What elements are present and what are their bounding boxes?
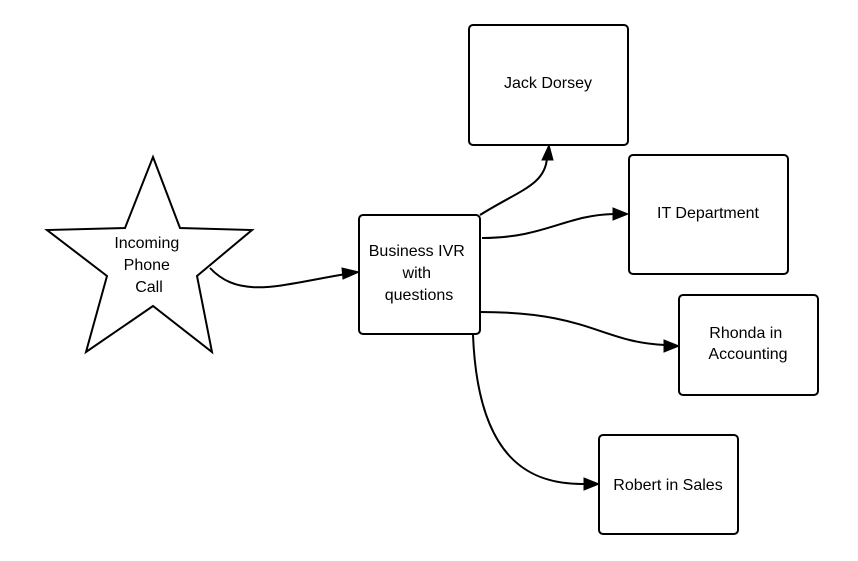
arrowhead-robert-in bbox=[583, 477, 601, 491]
arrowhead-jack-in bbox=[541, 143, 554, 161]
node-ivr: Business IVR with questions bbox=[358, 214, 481, 335]
it-box bbox=[628, 154, 789, 275]
robert-box bbox=[598, 434, 739, 535]
node-it: IT Department bbox=[628, 154, 789, 275]
arrowhead-rhonda-in bbox=[663, 339, 681, 353]
node-rhonda-label: Rhonda in Accounting bbox=[708, 325, 787, 363]
ivr-box bbox=[358, 214, 481, 335]
edge-ivr-to-it bbox=[481, 213, 615, 239]
edge-start-to-ivr bbox=[209, 267, 347, 289]
node-jack-label: Jack Dorsey bbox=[504, 75, 592, 92]
node-start: Incoming Phone Call bbox=[44, 154, 255, 355]
jack-box bbox=[468, 24, 629, 146]
rhonda-box bbox=[678, 294, 819, 396]
node-it-label: IT Department bbox=[657, 205, 760, 222]
node-robert-label: Robert in Sales bbox=[613, 477, 722, 494]
star-shape bbox=[44, 154, 255, 355]
node-jack: Jack Dorsey bbox=[468, 24, 629, 146]
edge-ivr-to-robert bbox=[472, 334, 586, 486]
node-ivr-label: Business IVR with questions bbox=[369, 243, 470, 304]
edges bbox=[209, 143, 681, 491]
node-start-label: Incoming Phone Call bbox=[114, 235, 183, 296]
arrowhead-it-in bbox=[612, 207, 630, 221]
edge-ivr-to-rhonda bbox=[479, 311, 666, 346]
edge-ivr-to-jack bbox=[479, 157, 548, 216]
node-rhonda: Rhonda in Accounting bbox=[678, 294, 819, 396]
arrowhead-ivr-in bbox=[341, 267, 361, 280]
node-robert: Robert in Sales bbox=[598, 434, 739, 535]
